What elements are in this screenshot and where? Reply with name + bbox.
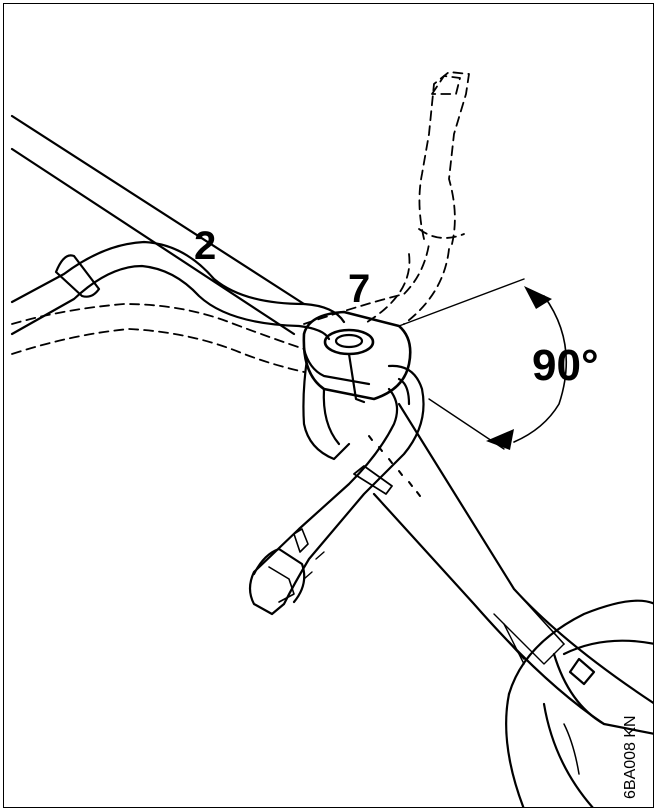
illustration-frame: 2 7 90° 6BA008 KN — [3, 3, 654, 808]
trimmer-handle-diagram — [10, 71, 653, 807]
drive-shaft — [10, 114, 653, 726]
engine-housing — [505, 599, 653, 807]
angle-arrowheads — [486, 286, 552, 450]
control-grip — [248, 364, 425, 616]
image-code: 6BA008 KN — [622, 715, 639, 799]
label-angle: 90° — [532, 341, 599, 390]
handle-clamp — [302, 310, 412, 461]
label-part-2: 2 — [194, 224, 217, 268]
handlebar-solid — [10, 240, 346, 341]
label-part-7: 7 — [348, 267, 371, 311]
